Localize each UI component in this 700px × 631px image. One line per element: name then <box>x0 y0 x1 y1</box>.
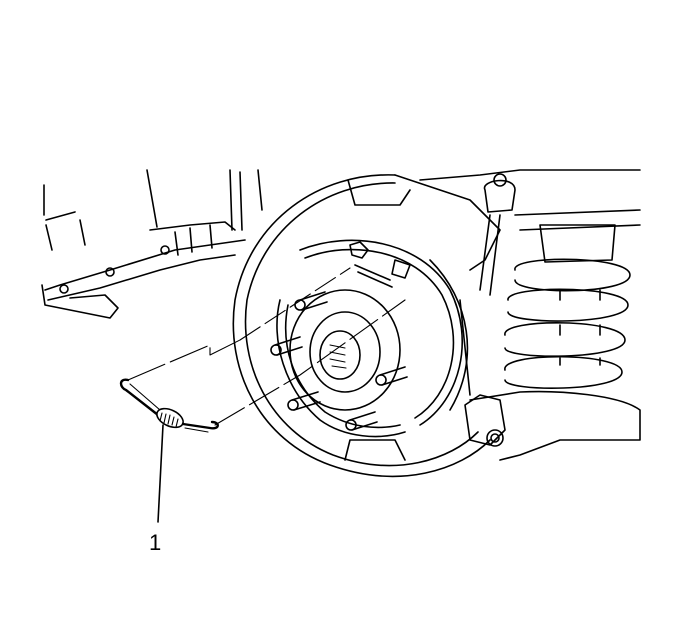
exploded-leader-lines <box>127 267 406 426</box>
return-spring <box>119 378 219 433</box>
wheel-hub <box>270 289 408 431</box>
callout-1-leader <box>157 424 164 523</box>
parking-brake-shoes <box>276 239 463 438</box>
brake-backing-plate <box>232 174 501 478</box>
lower-control-arm <box>459 299 641 461</box>
coil-spring <box>504 258 631 389</box>
frame-rail <box>41 169 263 319</box>
callout-1-label: 1 <box>149 530 162 555</box>
upper-control-arm <box>419 169 641 296</box>
